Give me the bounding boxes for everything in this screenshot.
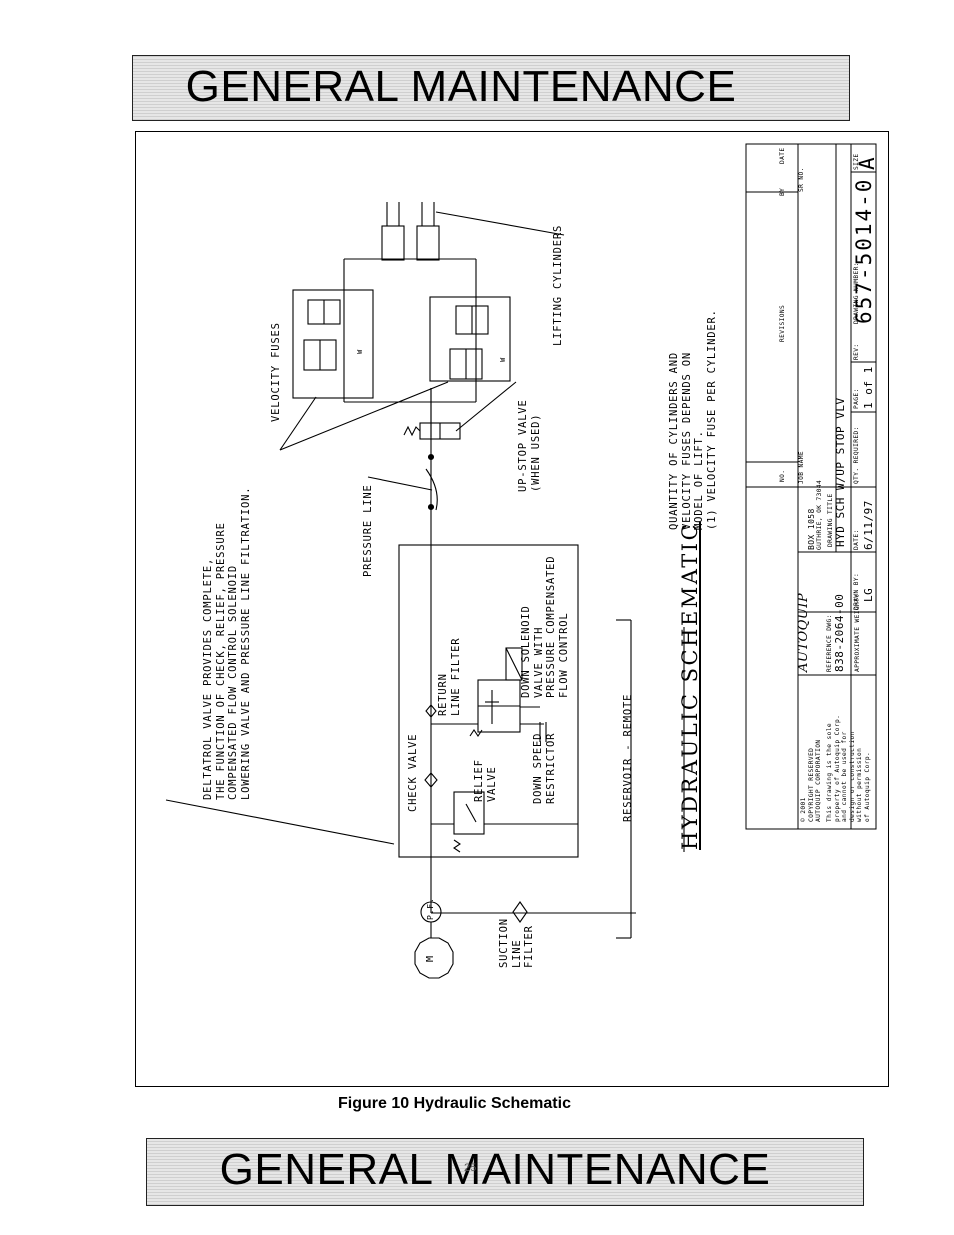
date-label: DATE: — [853, 529, 860, 550]
page-label: PAGE: — [853, 388, 860, 409]
lifting-cylinder-1 — [381, 225, 405, 261]
pressure-line-label: PRESSURE LINE — [362, 484, 374, 577]
header-title: GENERAL MAINTENANCE — [185, 62, 737, 111]
velocity-fuses-leader-2 — [279, 381, 449, 451]
check-valve-symbol — [424, 772, 438, 788]
no-label: NO. — [779, 469, 786, 482]
down-speed-restrictor-label: DOWN SPEED RESTRICTOR — [532, 732, 557, 804]
property-note: This drawing is the sole property of Aut… — [826, 714, 871, 822]
reservoir-label: RESERVOIR - REMOTE — [622, 693, 634, 822]
velocity-fuses-leader-1 — [279, 396, 317, 451]
down-solenoid-label: DOWN SOLENOID VALVE WITH PRESSURE COMPEN… — [520, 555, 570, 698]
schematic-heading: HYDRAULIC SCHEMATIC — [678, 521, 702, 850]
drawn-by-value: LG — [862, 587, 875, 602]
deltatrol-note: DELTATROL VALVE PROVIDES COMPLETE, THE F… — [202, 486, 252, 800]
page-number: 25 — [464, 1162, 477, 1174]
title-block-lines — [745, 143, 877, 830]
suction-filter-label: SUCTION LINE FILTER — [498, 918, 535, 968]
return-line-filter-symbol — [425, 704, 437, 718]
pressure-line-arc — [425, 468, 438, 511]
date-column-label: DATE — [779, 147, 786, 164]
date-value: 6/11/97 — [862, 500, 875, 550]
velocity-fuse-right — [429, 296, 511, 382]
drawing-number-value: 657-5014-0 — [852, 177, 876, 324]
drawn-by-label: DRAWN BY: — [853, 572, 860, 610]
velocity-fuses-label: VELOCITY FUSES — [270, 322, 282, 422]
hydraulic-schematic-drawing — [165, 143, 877, 979]
lifting-cylinders-label: LIFTING CYLINDERS — [552, 224, 564, 346]
drawing-title-value: HYD SCH W/UP STOP VLV — [834, 397, 847, 547]
header-banner: GENERAL MAINTENANCE — [132, 55, 850, 121]
check-valve-label: CHECK VALVE — [407, 733, 419, 812]
figure-caption: Figure 10 Hydraulic Schematic — [338, 1095, 571, 1112]
cylinder-quantity-note: QUANTITY OF CYLINDERS AND VELOCITY FUSES… — [668, 309, 718, 530]
suction-filter-symbol — [512, 901, 528, 923]
sr-no-label: SR NO. — [798, 167, 805, 192]
up-stop-valve-leader — [455, 381, 517, 432]
deltatrol-valve-box — [398, 544, 579, 858]
spring-label-left: W — [356, 348, 364, 354]
spring-label-right: W — [499, 356, 507, 362]
company-address: BOX 1058 GUTHRIE, OK 73044 — [807, 479, 823, 550]
page-value: 1 of 1 — [862, 366, 875, 409]
motor-label: M — [425, 955, 436, 962]
lifting-cylinders-leader — [435, 211, 565, 236]
qty-required-label: QTY. REQUIRED: — [853, 426, 860, 484]
relief-valve-label: RELIEF VALVE — [473, 759, 498, 802]
pressure-line-leader — [367, 476, 433, 491]
drawing-frame: DELTATROL VALVE PROVIDES COMPLETE, THE F… — [135, 131, 889, 1087]
job-name-label: JOB NAME — [798, 450, 805, 484]
rev-label: REV: — [853, 343, 860, 360]
velocity-fuse-left — [292, 289, 374, 399]
lifting-cylinder-2 — [416, 225, 440, 261]
company-name: AUTOQUIP — [796, 592, 811, 672]
deltatrol-leader — [165, 799, 395, 845]
up-stop-valve-label: UP-STOP VALVE (WHEN USED) — [517, 399, 542, 492]
footer-banner: GENERAL MAINTENANCE — [146, 1138, 864, 1206]
revisions-label: REVISIONS — [779, 304, 786, 342]
relief-valve-symbol — [453, 791, 485, 835]
reference-dwg-value: 838-2064-00 — [833, 593, 846, 672]
return-line-filter-label: RETURN LINE FILTER — [437, 637, 462, 716]
copyright-notice: © 2001 COPYRIGHT RESERVED AUTOQUIP CORPO… — [800, 739, 822, 822]
pump-label: P.F. — [426, 897, 435, 920]
motor-symbol — [414, 937, 454, 979]
footer-title: GENERAL MAINTENANCE — [219, 1145, 771, 1194]
by-label: BY — [779, 187, 786, 196]
size-value: A — [855, 155, 879, 170]
